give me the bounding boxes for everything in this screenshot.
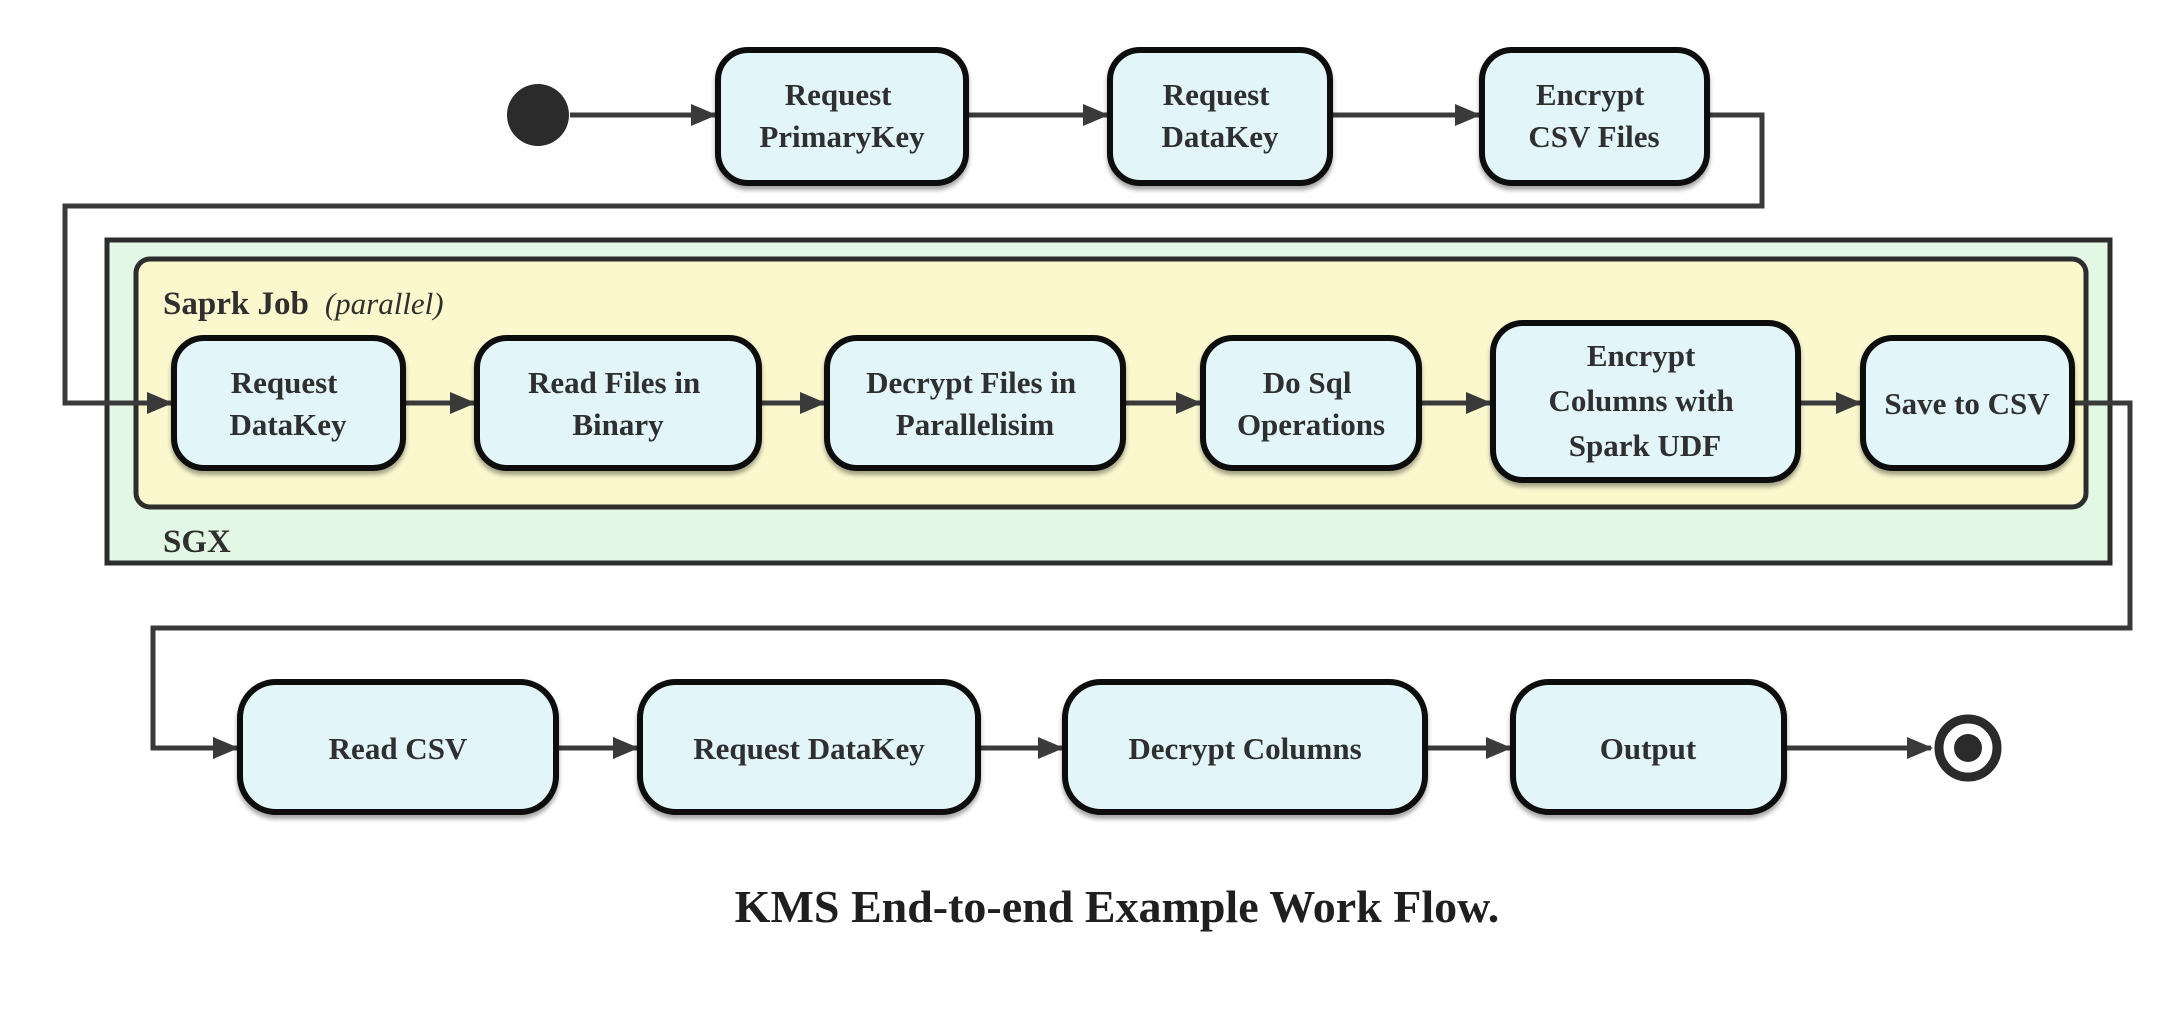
edge-encrypt-csv-files-to-sgx-request-datakey bbox=[62, 112, 1765, 414]
node-label: Save to CSV bbox=[1884, 386, 2050, 421]
sgx-label: SGX bbox=[163, 524, 231, 560]
node-request-primarykey: Request PrimaryKey bbox=[715, 47, 969, 186]
node-read-files-in-binary: Read Files in Binary bbox=[474, 335, 762, 471]
spark-job-label: Saprk Job (parallel) bbox=[163, 286, 444, 322]
node-encrypt-columns-with-spark-udf: Encrypt Columns with Spark UDF bbox=[1490, 320, 1801, 483]
node-save-to-csv: Save to CSV bbox=[1860, 335, 2075, 471]
node-encrypt-csv-files: Encrypt CSV Files bbox=[1479, 47, 1710, 186]
diagram-caption: KMS End-to-end Example Work Flow. bbox=[735, 881, 1500, 932]
node-decrypt-columns: Decrypt Columns bbox=[1062, 679, 1428, 815]
node-label: Encrypt CSV Files bbox=[1528, 77, 1659, 154]
node-label: Request DataKey bbox=[693, 731, 925, 766]
edge-save-to-csv-to-read-csv bbox=[150, 400, 2133, 759]
node-label: Encrypt Columns with Spark UDF bbox=[1549, 338, 1742, 463]
node-output: Output bbox=[1510, 679, 1787, 815]
spark-job-label-modifier: (parallel) bbox=[325, 286, 444, 321]
node-label: Request DataKey bbox=[229, 365, 347, 442]
node-read-csv: Read CSV bbox=[237, 679, 559, 815]
start-node-icon bbox=[507, 84, 569, 146]
node-request-datakey-sgx: Request DataKey bbox=[171, 335, 406, 471]
end-node-icon bbox=[1934, 714, 2002, 782]
spark-job-label-title: Saprk Job bbox=[163, 286, 309, 322]
node-label: Decrypt Columns bbox=[1128, 731, 1361, 766]
node-label: Read CSV bbox=[329, 731, 468, 766]
node-do-sql-operations: Do Sql Operations bbox=[1200, 335, 1422, 471]
node-label: Output bbox=[1600, 731, 1697, 766]
node-label: Request PrimaryKey bbox=[759, 77, 925, 154]
node-label: Read Files in Binary bbox=[528, 365, 708, 442]
node-decrypt-files-in-parallelisim: Decrypt Files in Parallelisim bbox=[824, 335, 1126, 471]
node-label: Request DataKey bbox=[1161, 77, 1279, 154]
node-request-datakey-bottom: Request DataKey bbox=[637, 679, 981, 815]
node-request-datakey-top: Request DataKey bbox=[1107, 47, 1333, 186]
node-label: Do Sql Operations bbox=[1237, 365, 1385, 442]
node-label: Decrypt Files in Parallelisim bbox=[866, 365, 1084, 442]
